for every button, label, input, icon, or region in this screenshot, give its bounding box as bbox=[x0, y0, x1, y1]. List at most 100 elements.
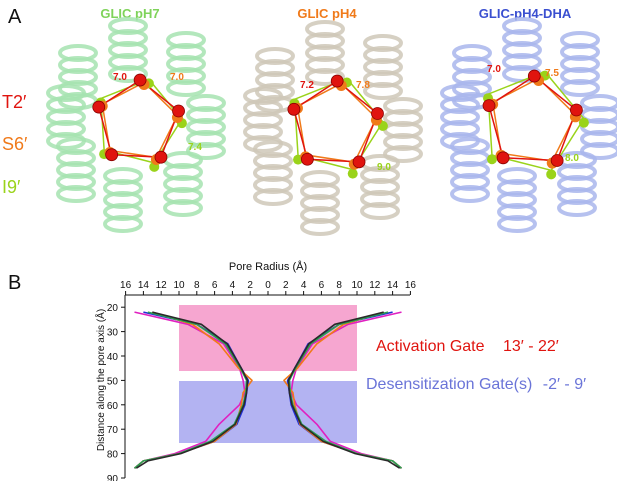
t2-atom bbox=[172, 104, 185, 118]
y-tick-label: 20 bbox=[107, 303, 119, 314]
t2-atom bbox=[287, 102, 301, 116]
x-tick-label: 4 bbox=[230, 280, 236, 291]
helix-coil bbox=[497, 215, 537, 233]
x-tick-label: 6 bbox=[212, 280, 218, 291]
x-tick-label: 12 bbox=[369, 280, 381, 291]
structure-title-1: GLIC pH7 bbox=[100, 6, 160, 21]
x-tick-label: 2 bbox=[247, 280, 253, 291]
pore-profile-curves bbox=[133, 311, 403, 469]
t2-atom bbox=[133, 73, 147, 87]
t2-atom bbox=[482, 99, 496, 113]
x-tick-label: 8 bbox=[194, 280, 200, 291]
distance-ph7-t2: 7.0 bbox=[113, 72, 127, 83]
i9-atom bbox=[546, 169, 557, 180]
desensitization-gate-annotation: Desensitization Gate(s) -2′ - 9′ bbox=[366, 376, 586, 394]
helix-coil bbox=[305, 68, 345, 86]
glic-ph4-structure bbox=[243, 20, 423, 236]
helix-coil bbox=[580, 142, 617, 160]
t2-atom bbox=[154, 150, 168, 164]
y-tick-label: 60 bbox=[107, 401, 119, 412]
distance-dha-s6: 7.5 bbox=[545, 68, 559, 79]
helix-coil bbox=[300, 218, 340, 236]
helix-coil bbox=[440, 132, 480, 150]
x-tick-label: 10 bbox=[351, 280, 363, 291]
residue-label-t2: T2′ bbox=[2, 92, 27, 112]
structure-title-3: GLIC-pH4-DHA bbox=[478, 6, 572, 21]
x-tick-label: 14 bbox=[138, 280, 150, 291]
helix-coil bbox=[46, 132, 86, 150]
t2-atom bbox=[105, 148, 119, 162]
desensitization-gate-label: Desensitization Gate(s) bbox=[366, 376, 533, 393]
residue-pentagon bbox=[97, 79, 180, 158]
t2-atom bbox=[496, 151, 510, 165]
distance-ph7-i9: 7.4 bbox=[188, 142, 202, 153]
distance-ph4-t2: 7.2 bbox=[300, 80, 314, 91]
y-tick-label: 30 bbox=[107, 328, 119, 339]
structure-images bbox=[46, 17, 617, 236]
structure-title-2: GLIC pH4 bbox=[297, 6, 357, 21]
t2-atom bbox=[92, 100, 106, 114]
i9-atom bbox=[486, 154, 497, 165]
helix-coil bbox=[186, 142, 226, 160]
x-tick-label: 16 bbox=[405, 280, 417, 291]
activation-gate-annotation: Activation Gate 13′ - 22′ bbox=[376, 338, 559, 356]
glic-ph4-dha-structure bbox=[440, 17, 617, 233]
x-tick-label: 8 bbox=[336, 280, 342, 291]
helix-coil bbox=[450, 185, 490, 203]
residue-label-i9: I9′ bbox=[2, 177, 21, 197]
x-tick-label: 4 bbox=[301, 280, 307, 291]
t2-atom bbox=[550, 154, 564, 167]
x-tick-label: 2 bbox=[283, 280, 289, 291]
x-tick-label: 14 bbox=[387, 280, 399, 291]
helix-coil bbox=[56, 185, 96, 203]
x-tick-label: 10 bbox=[173, 280, 185, 291]
helix-coil bbox=[383, 145, 423, 163]
helix-coil bbox=[243, 135, 283, 153]
helix-coil bbox=[163, 199, 203, 217]
helix-coil bbox=[166, 79, 206, 97]
distance-dha-i9: 8.0 bbox=[565, 153, 579, 164]
helix-coil bbox=[360, 202, 400, 220]
t2-atom bbox=[371, 107, 384, 120]
residue-label-s6: S6′ bbox=[2, 134, 28, 154]
y-tick-label: 90 bbox=[107, 474, 119, 481]
y-tick-label: 40 bbox=[107, 352, 119, 363]
x-tick-label: 0 bbox=[265, 280, 271, 291]
activation-gate-range: 13′ - 22′ bbox=[502, 338, 559, 355]
y-tick-label: 70 bbox=[107, 425, 119, 436]
distance-dha-t2: 7.0 bbox=[487, 64, 501, 75]
glic-ph7-structure bbox=[46, 17, 226, 233]
pore-profile-curve-5-right bbox=[287, 311, 401, 469]
activation-gate-label: Activation Gate bbox=[376, 338, 485, 355]
x-tick-label: 6 bbox=[319, 280, 325, 291]
desensitization-gate-range: -2′ - 9′ bbox=[542, 376, 587, 393]
helix-coil bbox=[557, 199, 597, 217]
distance-ph4-s6: 7.8 bbox=[356, 80, 370, 91]
helix-coil bbox=[103, 215, 143, 233]
pore-profile-curve-5-left bbox=[135, 311, 249, 469]
t2-atom bbox=[527, 69, 541, 83]
pore-radius-chart: Pore Radius (Å) Distance along the pore … bbox=[94, 260, 417, 481]
panel-a-label: A bbox=[8, 6, 22, 28]
t2-atom bbox=[570, 103, 583, 117]
t2-atom bbox=[330, 74, 344, 88]
helix-coil bbox=[253, 188, 293, 206]
y-tick-label: 50 bbox=[107, 376, 119, 387]
x-axis-label: Pore Radius (Å) bbox=[229, 260, 307, 273]
panel-b-label: B bbox=[8, 272, 22, 294]
y-tick-label: 80 bbox=[107, 450, 119, 461]
y-axis-label: Distance along the pore axis (Å) bbox=[94, 309, 107, 451]
distance-ph7-s6: 7.0 bbox=[170, 72, 184, 83]
desensitization-gate-region bbox=[179, 381, 357, 443]
x-tick-label: 12 bbox=[156, 280, 168, 291]
x-tick-label: 16 bbox=[120, 280, 132, 291]
helix-coil bbox=[363, 82, 403, 100]
i9-atom bbox=[347, 168, 358, 179]
t2-atom bbox=[352, 155, 366, 169]
t2-atom bbox=[300, 152, 314, 166]
helix-coil bbox=[560, 79, 600, 97]
i9-atom bbox=[578, 117, 589, 128]
distance-ph4-i9: 9.0 bbox=[377, 162, 391, 173]
activation-gate-region bbox=[179, 305, 357, 371]
helix-coil bbox=[108, 65, 148, 83]
